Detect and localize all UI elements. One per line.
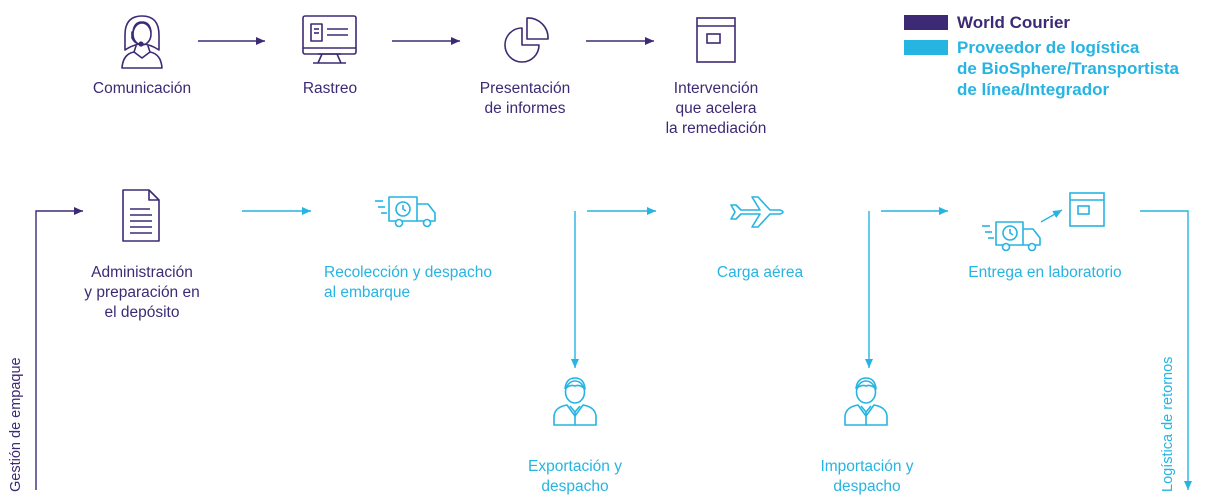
agent-headset-icon [121, 15, 163, 69]
arrow-truck-to-box [1040, 209, 1063, 223]
box-icon [696, 17, 736, 63]
label-recoleccion: Recolección y despacho al embarque [324, 264, 493, 301]
legend-label-biosphere: Proveedor de logística de BioSphere/Tran… [957, 38, 1179, 99]
arrow-logistica-retornos [1140, 210, 1192, 490]
legend-swatch-biosphere [904, 40, 948, 55]
label-administracion: Administración y preparación en el depós… [84, 264, 200, 321]
label-presentacion-informes: Presentación de informes [479, 80, 571, 117]
label-entrega-laboratorio: Entrega en laboratorio [968, 264, 1122, 281]
label-intervencion: Intervención que acelera la remediación [665, 80, 767, 137]
label-gestion-empaque: Gestión de empaque [8, 357, 24, 492]
monitor-tracking-icon [302, 15, 357, 64]
label-comunicacion: Comunicación [92, 80, 192, 97]
label-importacion: Importación y despacho [820, 458, 914, 495]
lab-box-icon [1069, 192, 1105, 227]
airplane-icon [730, 196, 784, 228]
arrow-gestion-empaque [35, 207, 83, 490]
document-icon [122, 189, 160, 242]
customs-agent-export-icon [553, 377, 597, 426]
pie-chart-icon [504, 17, 549, 63]
legend-swatch-world-courier [904, 15, 948, 30]
legend-label-world-courier: World Courier [957, 13, 1071, 32]
label-exportacion: Exportación y despacho [528, 458, 622, 495]
lab-delivery-truck-icon [982, 221, 1041, 252]
label-rastreo: Rastreo [302, 80, 358, 97]
delivery-truck-icon [375, 196, 436, 228]
label-carga-aerea: Carga aérea [716, 264, 804, 281]
label-logistica-retornos: Logística de retornos [1160, 356, 1176, 492]
customs-agent-import-icon [844, 377, 888, 426]
